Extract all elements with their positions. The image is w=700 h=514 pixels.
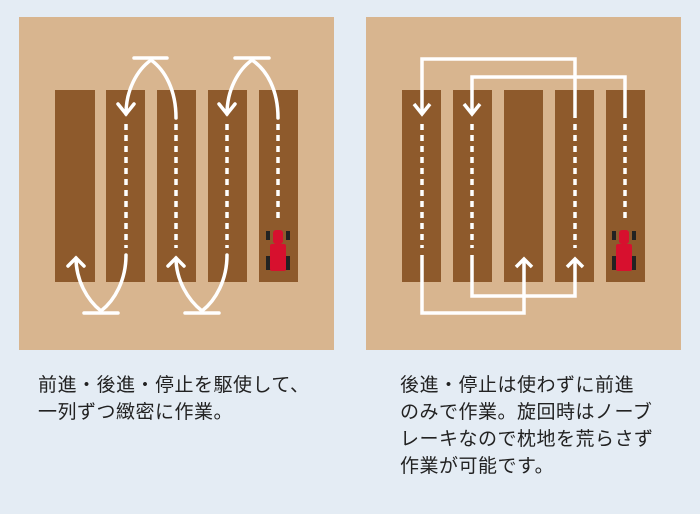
caption-line: 後進・停止は使わずに前進 bbox=[400, 374, 635, 396]
strip bbox=[504, 90, 543, 282]
arrow-head bbox=[166, 255, 186, 268]
arrow-head bbox=[462, 102, 482, 117]
reverse-turn-arrow bbox=[174, 253, 229, 314]
turn-arrows bbox=[66, 56, 280, 315]
tractor-icon bbox=[266, 230, 290, 271]
strip bbox=[106, 90, 145, 282]
strip bbox=[157, 90, 196, 282]
turn-paths bbox=[412, 57, 627, 315]
caption-line: のみで作業。旋回時はノーブ bbox=[400, 401, 653, 423]
right-caption: 後進・停止は使わずに前進 のみで作業。旋回時はノーブ レーキなので枕地を荒らさず… bbox=[400, 372, 654, 480]
right-field-panel bbox=[366, 17, 681, 350]
forward-turn-path bbox=[420, 57, 577, 118]
forward-turn-path bbox=[470, 75, 627, 118]
reverse-turn-arrow bbox=[225, 57, 280, 120]
left-caption: 前進・後進・停止を駆使して、 一列ずつ緻密に作業。 bbox=[38, 372, 309, 426]
arrow-head bbox=[565, 256, 585, 269]
arrow-head bbox=[66, 255, 86, 268]
strip bbox=[208, 90, 247, 282]
strip bbox=[453, 90, 492, 282]
work-lines bbox=[124, 124, 280, 248]
arrow-head bbox=[412, 102, 432, 117]
tractor-icon bbox=[612, 230, 636, 271]
reverse-turn-arrow bbox=[74, 253, 128, 314]
arrow-head bbox=[217, 102, 237, 117]
caption-line: 作業が可能です。 bbox=[400, 455, 555, 477]
caption-line: 一列ずつ緻密に作業。 bbox=[38, 401, 234, 423]
arrow-head bbox=[116, 102, 136, 117]
caption-line: 前進・後進・停止を駆使して、 bbox=[38, 374, 310, 396]
strip bbox=[402, 90, 441, 282]
reverse-turn-arrow bbox=[124, 57, 178, 120]
work-lines bbox=[420, 124, 627, 248]
arrow-head bbox=[514, 256, 534, 269]
forward-turn-path bbox=[470, 255, 577, 298]
strip bbox=[55, 90, 95, 282]
crop-strips bbox=[402, 90, 645, 282]
left-field-panel bbox=[19, 17, 334, 350]
crop-strips bbox=[55, 90, 298, 282]
strip bbox=[555, 90, 594, 282]
caption-line: レーキなので枕地を荒らさず bbox=[400, 428, 654, 450]
forward-turn-path bbox=[420, 255, 526, 315]
